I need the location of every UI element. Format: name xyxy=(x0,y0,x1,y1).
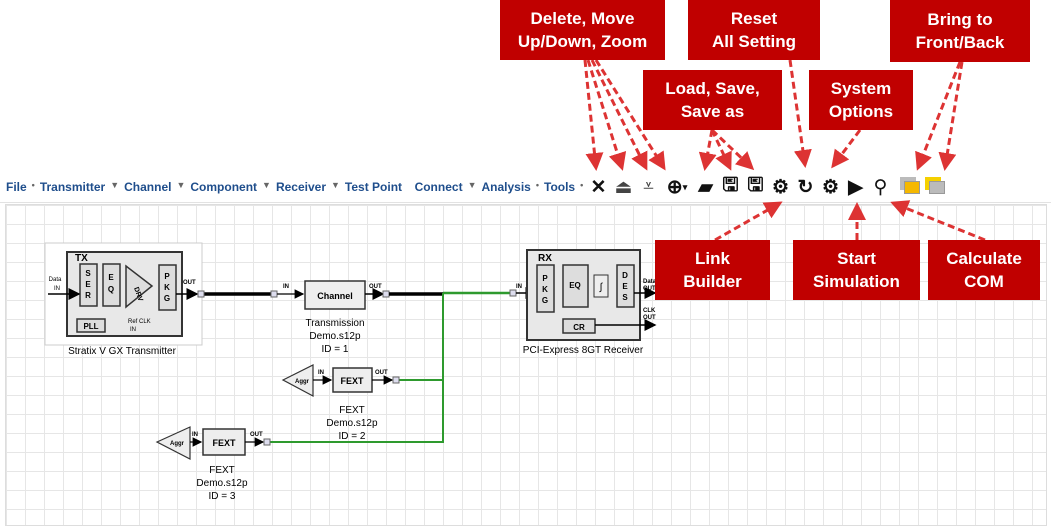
svg-text:Data: Data xyxy=(49,277,62,283)
channel-block[interactable]: IN Channel OUT Transmission Demo.s12p ID… xyxy=(277,280,390,355)
save-icon[interactable]: 🖫 xyxy=(722,175,739,196)
toolbar-icons: ✕ ⏏ ⩡ ⊕▾ ▰ 🖫 🖫 ⚙ ↻ ⚙ ▶ ⚲ xyxy=(586,175,949,199)
svg-text:PCI-Express 8GT Receiver: PCI-Express 8GT Receiver xyxy=(523,345,644,356)
menu-bar: File• Transmitter▼ Channel▼ Component▼ R… xyxy=(6,180,584,194)
move-down-icon[interactable]: ⩡ xyxy=(643,176,654,197)
callout-arrows xyxy=(583,59,986,242)
svg-text:EQ: EQ xyxy=(569,281,581,290)
menu-file[interactable]: File xyxy=(6,180,27,194)
svg-text:DRV: DRV xyxy=(132,286,144,302)
svg-text:Demo.s12p: Demo.s12p xyxy=(326,418,378,429)
svg-text:IN: IN xyxy=(283,284,289,290)
tx-block[interactable]: TX S E R E Q DRV P K G PLL Data IN Ref C… xyxy=(44,242,203,357)
slicer-icon: ∫ xyxy=(599,282,604,293)
svg-text:Stratix V GX Transmitter: Stratix V GX Transmitter xyxy=(68,346,176,357)
load-icon[interactable]: ▰ xyxy=(698,176,713,198)
svg-text:S: S xyxy=(622,293,628,302)
start-simulation-icon[interactable]: ▶ xyxy=(848,176,863,198)
svg-text:Demo.s12p: Demo.s12p xyxy=(309,331,361,342)
svg-text:OUT: OUT xyxy=(250,432,263,438)
svg-text:PLL: PLL xyxy=(83,322,98,331)
svg-text:IN: IN xyxy=(318,370,324,376)
svg-text:K: K xyxy=(164,283,170,292)
svg-text:IN: IN xyxy=(516,284,522,290)
svg-text:Transmission: Transmission xyxy=(305,318,364,329)
rx-block[interactable]: IN RX P K G EQ ∫ D E S CR Data OUT CLK O… xyxy=(509,249,657,356)
menu-test-point[interactable]: Test Point xyxy=(344,180,403,194)
svg-text:IN: IN xyxy=(130,327,136,333)
svg-text:Ref CLK: Ref CLK xyxy=(128,319,151,325)
fext2-block[interactable]: Aggr IN FEXT OUT FEXT Demo.s12p ID = 2 xyxy=(281,364,400,442)
save-as-icon[interactable]: 🖫 xyxy=(747,175,764,196)
svg-text:P: P xyxy=(164,272,170,281)
svg-text:CR: CR xyxy=(573,323,585,332)
bring-to-front-icon[interactable] xyxy=(899,175,924,199)
svg-text:R: R xyxy=(85,291,91,300)
fext3-wire[interactable] xyxy=(270,380,444,443)
menu-channel[interactable]: Channel xyxy=(124,180,172,194)
svg-text:FEXT: FEXT xyxy=(340,376,364,386)
svg-text:Q: Q xyxy=(108,285,114,294)
callout-load-save: Load, Save,Save as xyxy=(643,70,782,130)
fext3-block[interactable]: Aggr IN FEXT OUT FEXT Demo.s12p ID = 3 xyxy=(155,426,271,502)
svg-text:G: G xyxy=(542,296,548,305)
svg-text:E: E xyxy=(622,282,628,291)
svg-text:IN: IN xyxy=(192,432,198,438)
menu-tools[interactable]: Tools xyxy=(544,180,576,194)
reset-icon[interactable]: ↻ xyxy=(797,176,814,198)
svg-text:Data: Data xyxy=(643,279,657,285)
zoom-icon[interactable]: ⊕▾ xyxy=(666,176,688,198)
svg-text:OUT: OUT xyxy=(369,284,382,290)
svg-text:OUT: OUT xyxy=(643,315,656,321)
menu-analysis[interactable]: Analysis xyxy=(481,180,531,194)
svg-text:Demo.s12p: Demo.s12p xyxy=(196,478,248,489)
menu-connect[interactable]: Connect xyxy=(414,180,463,194)
menu-transmitter[interactable]: Transmitter xyxy=(39,180,106,194)
svg-text:FEXT: FEXT xyxy=(339,405,365,416)
svg-text:OUT: OUT xyxy=(183,280,196,286)
svg-text:CLK: CLK xyxy=(643,308,656,314)
delete-icon[interactable]: ✕ xyxy=(590,176,607,198)
svg-text:G: G xyxy=(164,294,170,303)
move-up-icon[interactable]: ⏏ xyxy=(614,176,633,198)
svg-text:TX: TX xyxy=(75,253,88,264)
svg-text:ID = 2: ID = 2 xyxy=(339,431,366,442)
svg-text:D: D xyxy=(622,271,628,280)
svg-text:ID = 3: ID = 3 xyxy=(209,491,236,502)
svg-text:IN: IN xyxy=(54,286,60,292)
svg-text:Channel: Channel xyxy=(317,291,353,301)
svg-text:P: P xyxy=(542,274,548,283)
svg-text:K: K xyxy=(542,285,548,294)
svg-text:S: S xyxy=(85,269,91,278)
send-to-back-icon[interactable] xyxy=(924,175,949,199)
fext2-wire[interactable] xyxy=(399,293,444,381)
svg-text:E: E xyxy=(85,280,91,289)
svg-text:FEXT: FEXT xyxy=(209,465,235,476)
menu-receiver[interactable]: Receiver xyxy=(275,180,326,194)
svg-text:OUT: OUT xyxy=(375,370,388,376)
svg-text:Aggr: Aggr xyxy=(295,379,310,385)
svg-text:ID = 1: ID = 1 xyxy=(322,344,349,355)
svg-text:FEXT: FEXT xyxy=(212,438,236,448)
svg-text:RX: RX xyxy=(538,253,552,264)
system-options-icon[interactable]: ⚙ xyxy=(821,176,840,198)
link-builder-icon[interactable]: ⚙ xyxy=(771,176,790,198)
calculate-com-icon[interactable]: ⚲ xyxy=(873,176,888,198)
svg-text:E: E xyxy=(108,273,114,282)
toolbar: File• Transmitter▼ Channel▼ Component▼ R… xyxy=(0,172,1051,203)
svg-text:Aggr: Aggr xyxy=(170,441,185,447)
menu-component[interactable]: Component xyxy=(190,180,258,194)
